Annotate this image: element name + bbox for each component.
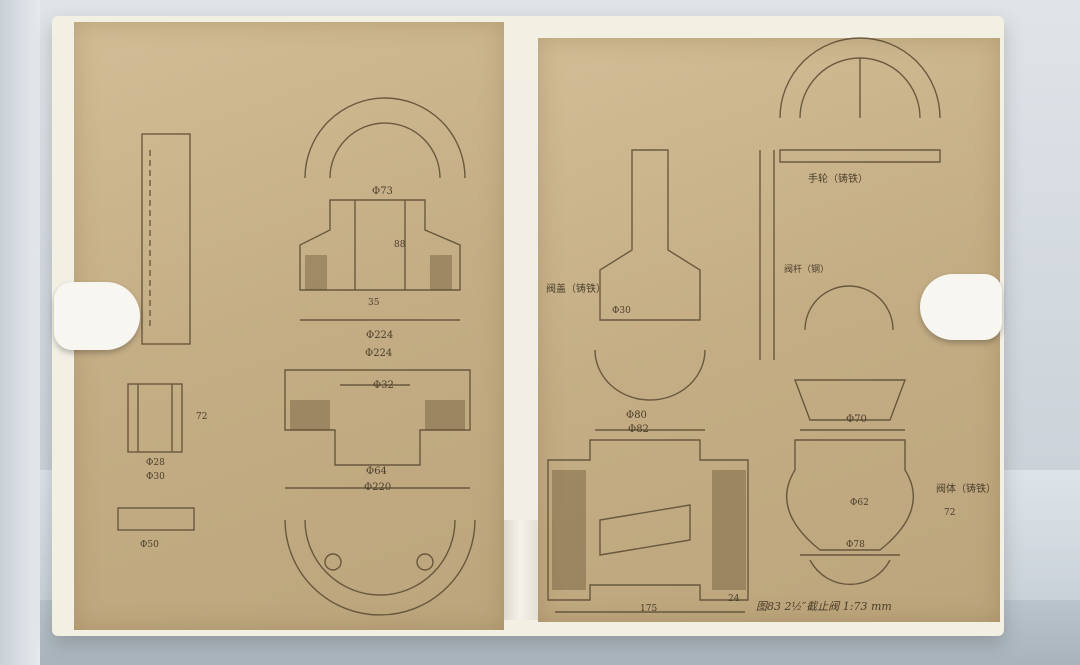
right-binder-clip	[920, 274, 1002, 340]
dim-label: Φ64	[366, 466, 387, 477]
dim-label: 72	[944, 508, 956, 518]
dim-label: Φ70	[846, 414, 867, 425]
dim-label: 35	[368, 298, 380, 308]
part-label: 手轮（铸铁）	[808, 174, 868, 185]
dim-label: Φ224	[365, 348, 393, 359]
display-frame	[0, 0, 40, 665]
right-drawing-page	[538, 38, 1000, 622]
dim-label: 175	[640, 604, 658, 614]
part-label: 阀杆（钢）	[784, 265, 830, 275]
dim-label: Φ73	[372, 186, 393, 197]
left-drawing-page	[74, 22, 504, 630]
dim-label: Φ220	[364, 482, 392, 493]
dim-label: Φ78	[846, 540, 865, 550]
part-label: 阀体（铸铁）	[936, 484, 996, 495]
dim-label: 24	[728, 594, 740, 604]
dim-label: Φ28	[146, 458, 165, 468]
figure-caption: 图83 2½″截止阀 1:73 mm	[756, 600, 892, 613]
dim-label: 72	[196, 412, 208, 422]
dim-label: Φ30	[612, 306, 631, 316]
dim-label: 88	[394, 240, 406, 250]
dim-label: Φ62	[850, 498, 869, 508]
dim-label: Φ30	[146, 472, 165, 482]
dim-label: Φ224	[366, 330, 394, 341]
dim-label: Φ32	[373, 380, 394, 391]
dim-label: Φ80	[626, 410, 647, 421]
part-label: 阀盖（铸铁）	[546, 284, 606, 295]
dim-label: Φ50	[140, 540, 159, 550]
left-binder-clip	[54, 282, 140, 350]
dim-label: Φ82	[628, 424, 649, 435]
